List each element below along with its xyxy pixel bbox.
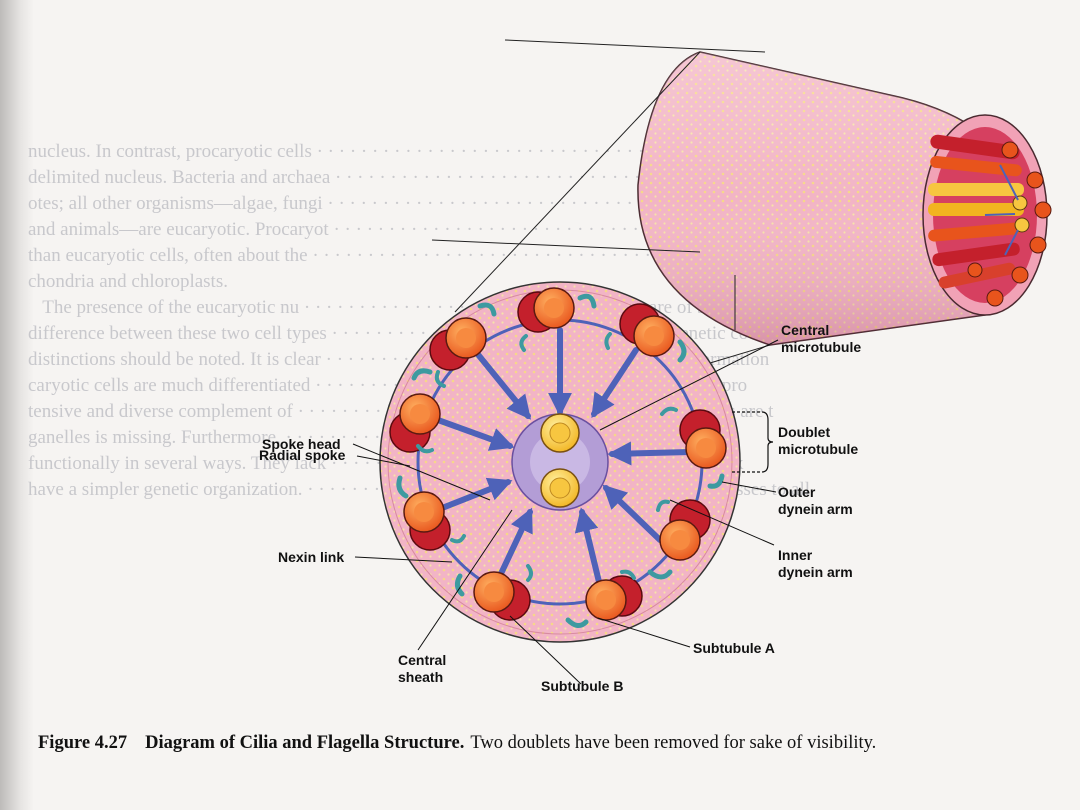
- inner-dynein-arms: [416, 332, 678, 582]
- doublet: [647, 499, 711, 580]
- doublet: [565, 575, 643, 628]
- label-subtubule-b: Subtubule B: [541, 678, 624, 694]
- tube-cross-section: [928, 134, 1052, 307]
- label-subtubule-a: Subtubule A: [693, 640, 775, 656]
- label-nexin-link: Nexin link: [278, 549, 345, 565]
- doublet: [396, 475, 451, 551]
- label-leaders: [352, 339, 779, 685]
- figure-number: Figure 4.27: [38, 733, 128, 753]
- doublet: [517, 287, 597, 333]
- tube-leader-lines: [431, 39, 771, 367]
- label-radial-spoke: Radial spoke: [259, 447, 346, 463]
- radial-spokes: [429, 327, 693, 589]
- figure-title: Diagram of Cilia and Flagella Structure.: [145, 733, 465, 753]
- doublet: [389, 368, 441, 453]
- doublet: [429, 302, 497, 371]
- doublet-microtubules: [389, 287, 727, 628]
- page-gutter-shadow: [0, 0, 34, 810]
- figure-caption-text: Two doublets have been removed for sake …: [470, 733, 877, 753]
- figure-caption: Figure 4.27 Diagram of Cilia and Flagella…: [38, 733, 1068, 754]
- central-microtubules: [540, 413, 580, 508]
- doublet: [679, 409, 727, 489]
- label-spoke-head: Spoke head: [262, 436, 341, 452]
- doublet: [454, 571, 531, 621]
- doublet-bracket: [732, 411, 774, 473]
- doublet: [619, 303, 687, 363]
- cilium-tube: [637, 51, 1052, 346]
